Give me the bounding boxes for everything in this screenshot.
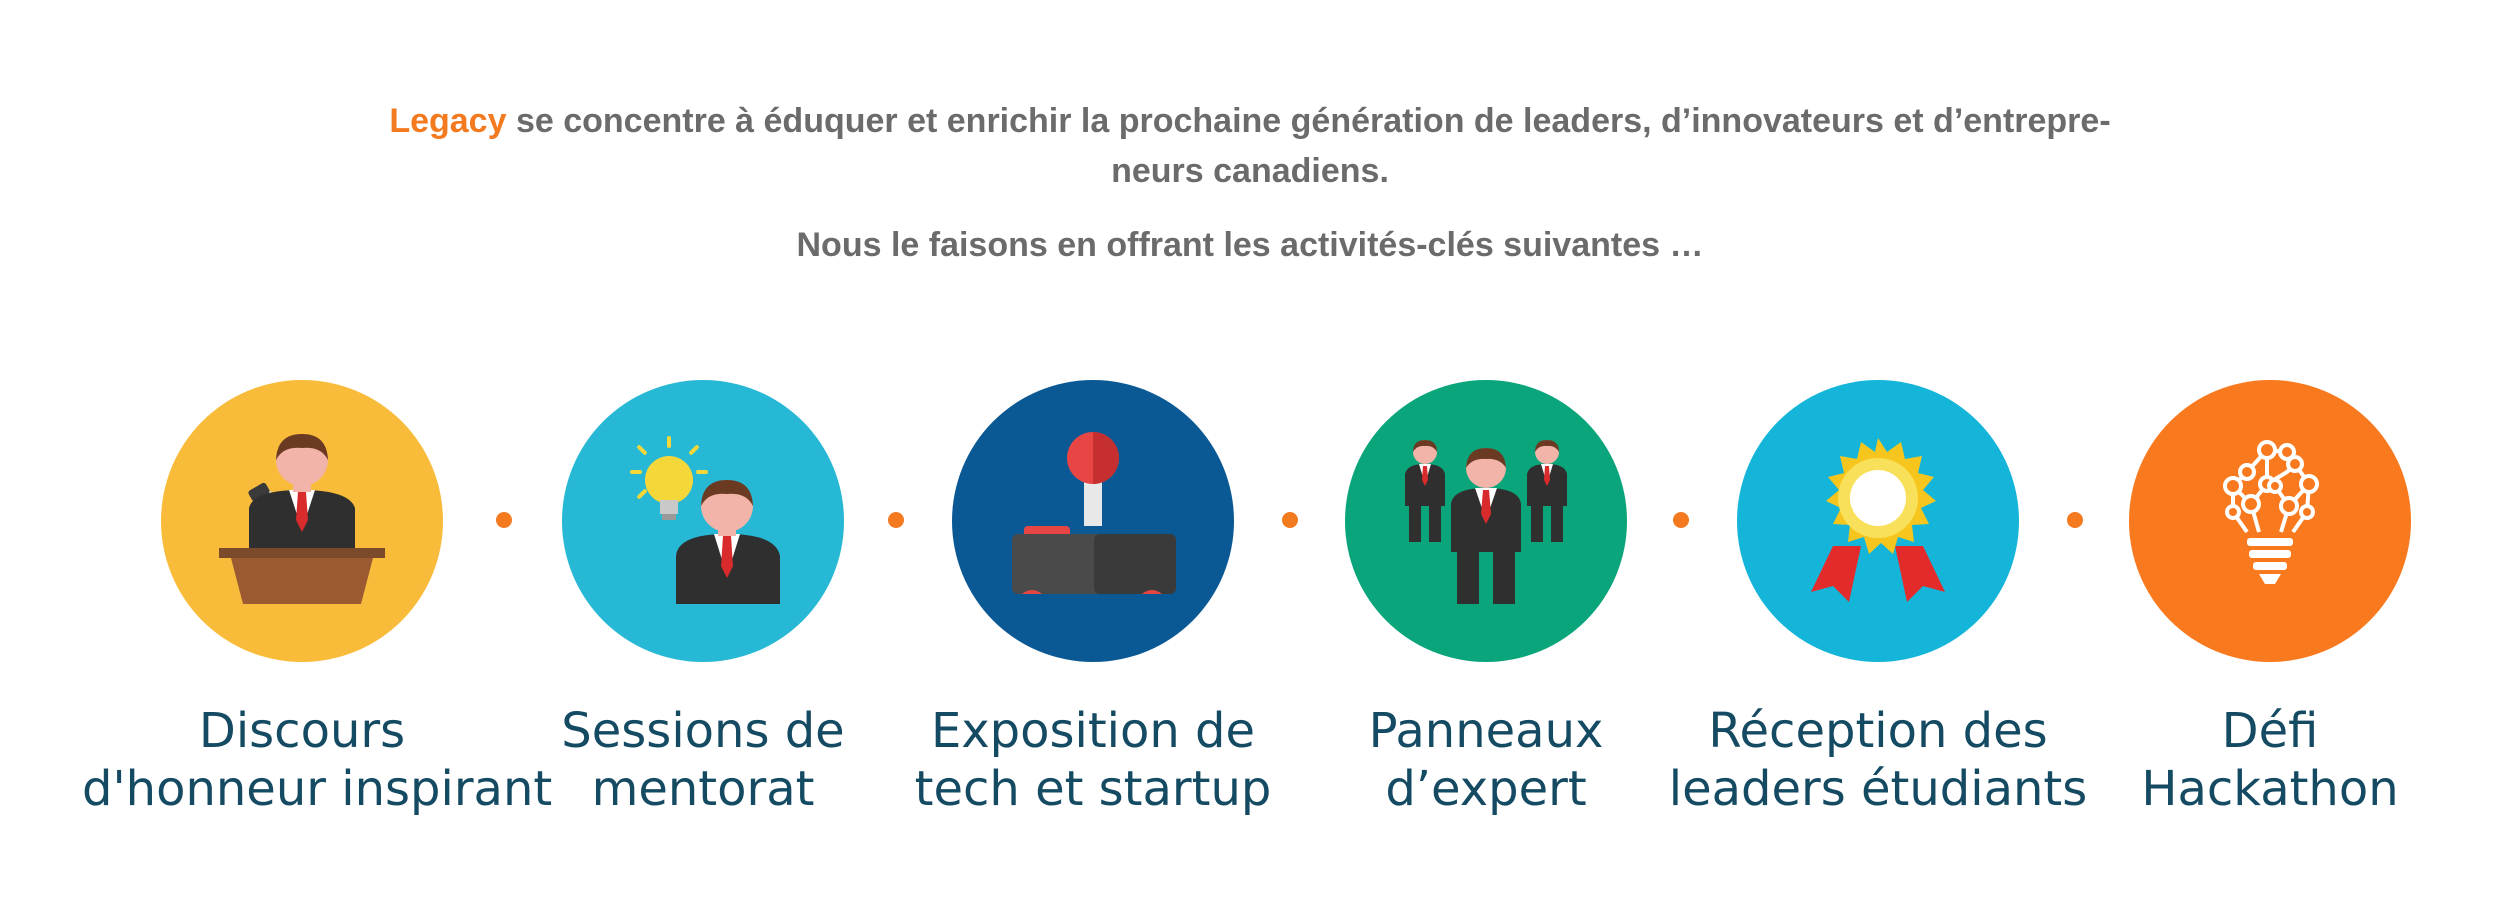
circuit-bulb-icon <box>2223 440 2319 584</box>
activity-label-tech-exhibition: Exposition de tech et startup <box>873 702 1313 818</box>
activity-label-line1: Exposition de <box>930 703 1256 759</box>
intro-line-1-text: se concentre à éduquer et enrichir la pr… <box>506 102 2111 140</box>
activity-label-speaker: Discours d'honneur inspirant <box>82 702 553 818</box>
activity-label-hackathon: Défi Hackathon <box>2050 702 2490 818</box>
intro-line-1: Legacy se concentre à éduquer et enrichi… <box>0 96 2500 146</box>
intro-line-1-continued: neurs canadiens. <box>1111 152 1389 190</box>
activity-tech-exhibition: Exposition de tech et startup <box>873 380 1313 818</box>
activity-label-line1: Défi <box>2221 703 2319 759</box>
joystick-icon <box>1012 432 1176 594</box>
activity-circle-student-reception <box>1737 380 2019 662</box>
activity-label-line1: Panneaux <box>1368 703 1604 759</box>
mentor-lightbulb-icon <box>630 436 780 604</box>
intro-line-2: Nous le faisons en offrant les activités… <box>796 226 1704 264</box>
activity-circle-expert-panel <box>1345 380 1627 662</box>
activity-label-line1: Discours <box>198 703 406 759</box>
activity-label-line2: mentorat <box>591 761 815 817</box>
activity-hackathon: Défi Hackathon <box>2050 380 2490 818</box>
activity-label-mentoring: Sessions de mentorat <box>483 702 923 818</box>
separator-dot <box>888 512 904 528</box>
separator-dot <box>2067 512 2083 528</box>
intro-text: Legacy se concentre à éduquer et enrichi… <box>0 96 2500 270</box>
activity-label-line2: Hackathon <box>2141 761 2399 817</box>
award-medal-icon <box>1811 438 1945 602</box>
activity-circle-speaker <box>161 380 443 662</box>
activity-label-line1: Réception des <box>1708 703 2048 759</box>
activities-row: Discours d'honneur inspirant <box>0 380 2500 900</box>
activity-label-line2: d’expert <box>1385 761 1587 817</box>
activity-circle-hackathon <box>2129 380 2411 662</box>
activity-mentoring: Sessions de mentorat <box>483 380 923 818</box>
activity-label-line2: leaders étudiants <box>1668 761 2088 817</box>
expert-panel-icon <box>1405 440 1567 604</box>
activity-label-line2: tech et startup <box>914 761 1272 817</box>
activity-expert-panel: Panneaux d’expert <box>1266 380 1706 818</box>
activity-student-reception: Réception des leaders étudiants <box>1658 380 2098 818</box>
activity-circle-tech-exhibition <box>952 380 1234 662</box>
separator-dot <box>1282 512 1298 528</box>
activity-label-line1: Sessions de <box>561 703 845 759</box>
brand-name: Legacy <box>389 102 507 140</box>
activity-speaker: Discours d'honneur inspirant <box>82 380 553 818</box>
activity-label-student-reception: Réception des leaders étudiants <box>1658 702 2098 818</box>
separator-dot <box>1673 512 1689 528</box>
separator-dot <box>496 512 512 528</box>
activity-label-line2: d'honneur inspirant <box>82 761 553 817</box>
speaker-podium-icon <box>219 434 385 604</box>
activity-label-expert-panel: Panneaux d’expert <box>1266 702 1706 818</box>
activity-circle-mentoring <box>562 380 844 662</box>
